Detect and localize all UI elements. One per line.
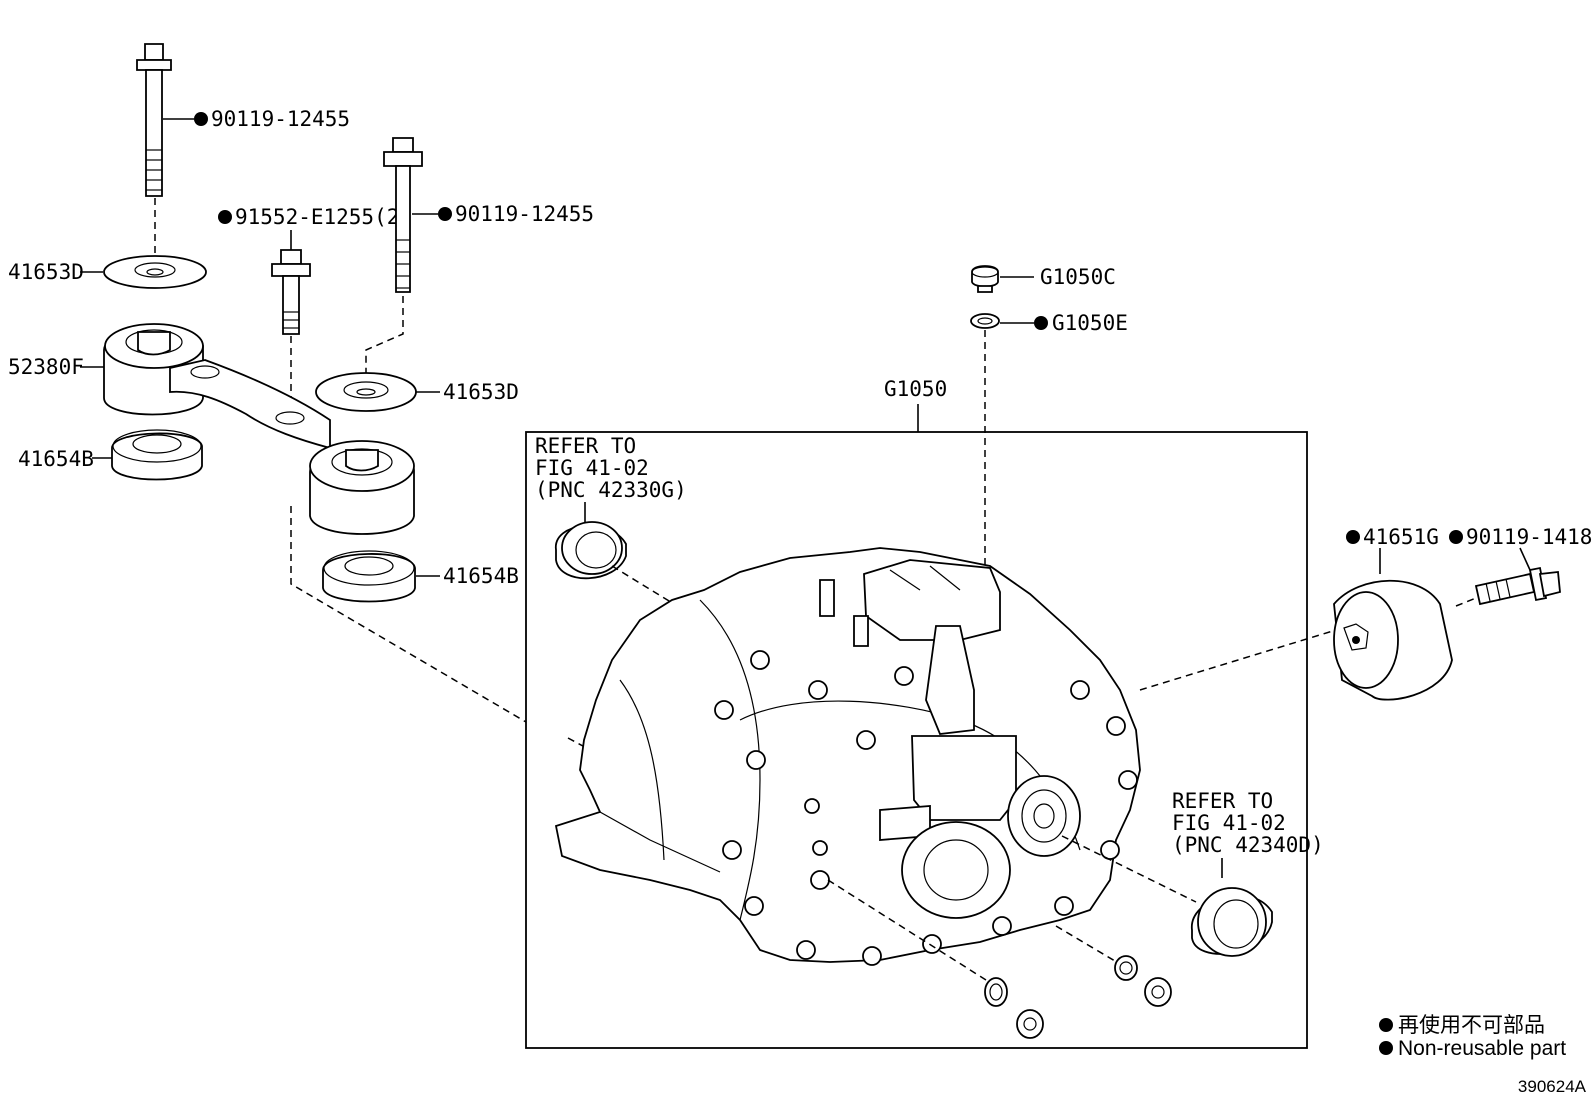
refer-note-line: FIG 41-02	[535, 456, 649, 480]
non-reusable-dot	[194, 112, 208, 126]
bracket-52380f	[103, 323, 415, 535]
label-90119-14186: 90119-14186	[1449, 525, 1592, 571]
label-41653d-top: 41653D	[8, 260, 103, 284]
part-number-41653d: 41653D	[8, 260, 84, 284]
washer-41653d-mid	[315, 372, 417, 412]
non-reusable-dot	[1379, 1041, 1393, 1055]
part-number-91552-e1255: 91552-E1255(2)	[235, 205, 412, 229]
part-number-90119-12455: 90119-12455	[455, 202, 594, 226]
bolt-short-middle	[271, 230, 311, 412]
gasket-g1050e	[970, 313, 1000, 329]
refer-note-line: (PNC 42330G)	[535, 478, 687, 502]
legend-english: Non-reusable part	[1398, 1037, 1566, 1060]
bushing-41654b-bottom	[322, 550, 416, 603]
label-90119-12455-a: 90119-12455	[163, 107, 350, 131]
part-number-90119-14186: 90119-14186	[1466, 525, 1592, 549]
bolt-long-right	[365, 137, 423, 376]
part-number-g1050e: G1050E	[1052, 311, 1128, 335]
diagram-code: 390624A	[1518, 1077, 1587, 1096]
non-reusable-dot	[218, 210, 232, 224]
non-reusable-dot	[1034, 316, 1048, 330]
refer-note-line: (PNC 42340D)	[1172, 833, 1324, 857]
non-reusable-dot	[438, 207, 452, 221]
non-reusable-dot	[1449, 530, 1463, 544]
part-number-g1050c: G1050C	[1040, 265, 1116, 289]
drain-plug-set-left	[827, 879, 1044, 1039]
non-reusable-dot	[1346, 530, 1360, 544]
refer-note-line: FIG 41-02	[1172, 811, 1286, 835]
refer-note-line: REFER TO	[535, 434, 636, 458]
part-number-90119-12455: 90119-12455	[211, 107, 350, 131]
refer-note-left: REFER TO FIG 41-02 (PNC 42330G)	[535, 434, 687, 522]
label-90119-12455-b: 90119-12455	[412, 202, 594, 226]
label-g1050: G1050	[884, 377, 947, 432]
label-91552-e1255: 91552-E1255(2)	[218, 205, 412, 229]
part-number-41653d: 41653D	[443, 380, 519, 404]
plug-g1050c	[971, 265, 999, 293]
part-number-52380f: 52380F	[8, 355, 84, 379]
label-52380f: 52380F	[8, 355, 104, 379]
label-g1050c: G1050C	[1000, 265, 1116, 289]
non-reusable-dot	[1379, 1018, 1393, 1032]
part-number-41654b: 41654B	[443, 564, 519, 588]
part-number-41654b: 41654B	[18, 447, 94, 471]
oil-seal-left	[555, 521, 627, 580]
legend-japanese: 再使用不可部品	[1398, 1014, 1545, 1037]
label-41654b-top: 41654B	[18, 447, 112, 471]
drain-plug-set-right	[1055, 925, 1172, 1007]
transaxle-housing	[554, 547, 1141, 966]
label-41651g: 41651G	[1346, 525, 1439, 574]
bolt-90119-14186	[1455, 566, 1561, 607]
part-number-g1050: G1050	[884, 377, 947, 401]
label-41653d-mid: 41653D	[416, 380, 519, 404]
bushing-41654b-top	[111, 429, 203, 481]
refer-note-right: REFER TO FIG 41-02 (PNC 42340D)	[1172, 789, 1324, 878]
bolt-long-left	[136, 43, 172, 262]
label-41654b-bottom: 41654B	[416, 564, 519, 588]
washer-41653d-top	[103, 255, 207, 289]
part-number-41651g: 41651G	[1363, 525, 1439, 549]
legend: 再使用不可部品 Non-reusable part	[1379, 1014, 1566, 1060]
refer-note-line: REFER TO	[1172, 789, 1273, 813]
assembly-frame	[525, 431, 1308, 1049]
oil-seal-right	[1191, 887, 1273, 957]
mount-41651g	[1333, 579, 1453, 701]
label-g1050e: G1050E	[1000, 311, 1128, 335]
